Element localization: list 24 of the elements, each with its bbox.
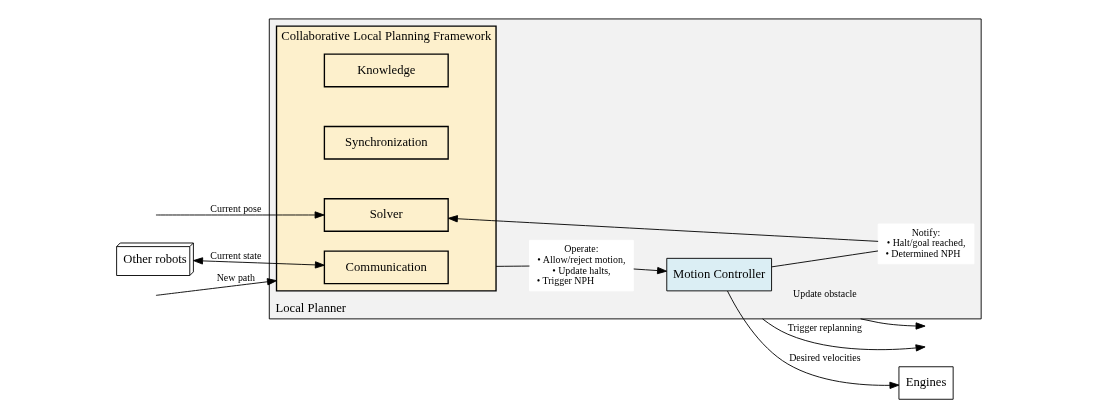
edge-label: New path [216, 271, 255, 283]
arrow [192, 257, 325, 269]
connector [495, 265, 530, 267]
node-box: Engines [898, 366, 954, 400]
arrow [859, 318, 926, 330]
edge-label: Current state [209, 250, 261, 262]
arrow [726, 290, 899, 389]
edge-label: Current pose [209, 203, 261, 215]
arrow [155, 278, 277, 296]
node-box: Communication [323, 250, 449, 285]
arrow [761, 318, 926, 352]
arrow [155, 211, 325, 219]
edge-label: Trigger replanning [787, 322, 862, 334]
edge-label: Update obstacle [792, 288, 857, 300]
node-box: Motion Controller [665, 257, 772, 292]
node-box: Operate: • Allow/reject motion, • Update halts, • Trigger NPH [528, 239, 634, 292]
connector [770, 250, 878, 268]
node-box: Synchronization [323, 125, 449, 160]
arrow [632, 266, 667, 275]
arrow [447, 215, 879, 242]
node-box: Solver [323, 198, 449, 232]
node-box: Knowledge [323, 53, 449, 88]
edge-label: Desired velocities [788, 352, 861, 364]
node-box: Notify: • Halt/goal reached, • Determined NPH [877, 223, 974, 265]
